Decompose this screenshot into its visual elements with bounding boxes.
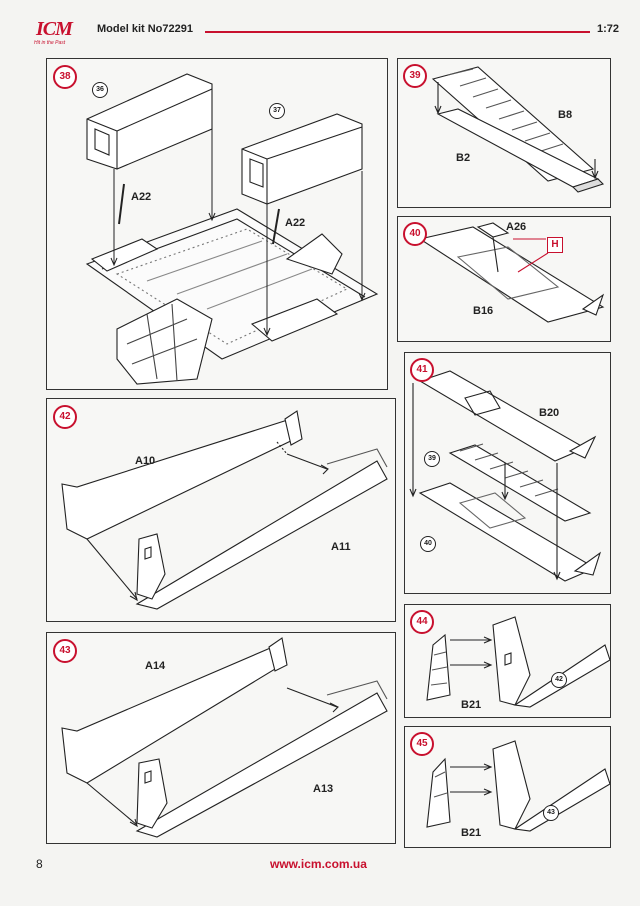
step-number: 42 [53, 405, 77, 429]
step-number: 43 [53, 639, 77, 663]
step-number: 40 [403, 222, 427, 246]
step-45-drawing [426, 740, 610, 832]
part-label: A22 [285, 217, 306, 229]
ref-circle: 39 [424, 451, 440, 467]
step-43-panel: 43 A14 A13 [46, 632, 396, 844]
page-number: 8 [36, 857, 43, 871]
ref-circle: 43 [543, 805, 559, 821]
part-label: B20 [539, 407, 560, 419]
step-42-panel: 42 A10 A11 [46, 398, 396, 622]
part-label: A11 [331, 541, 351, 553]
step-number: 45 [410, 732, 434, 756]
step-38-panel: 38 36 37 A22 A22 [46, 58, 388, 390]
ref-circle: 40 [420, 536, 436, 552]
header-rule [205, 31, 590, 33]
part-label: A26 [506, 221, 527, 233]
part-label: B16 [473, 305, 494, 317]
step-44-panel: 44 42 B21 [404, 604, 611, 718]
step-44-drawing [426, 616, 610, 708]
header: ICM Hit in the Past Model kit No72291 1:… [0, 0, 640, 52]
ref-circle: 36 [92, 82, 108, 98]
step-number: 44 [410, 610, 434, 634]
step-40-panel: 40 A26 H B16 [397, 216, 611, 342]
brand-name: ICM [36, 18, 73, 40]
part-label: B2 [456, 152, 471, 164]
step-41-panel: 41 B20 39 40 [404, 352, 611, 594]
step-40-drawing [418, 222, 605, 323]
step-45-panel: 45 43 B21 [404, 726, 611, 848]
step-39-panel: 39 B8 B2 [397, 58, 611, 208]
step-38-drawing [85, 73, 379, 385]
part-label: A10 [135, 455, 156, 467]
part-label: B8 [558, 109, 573, 121]
ref-circle: 42 [551, 672, 567, 688]
part-label: A14 [145, 660, 166, 672]
brand-slogan: Hit in the Past [34, 40, 66, 46]
part-label: A22 [131, 191, 152, 203]
step-number: 39 [403, 64, 427, 88]
step-41-drawing [409, 370, 602, 582]
step-number: 41 [410, 358, 434, 382]
ref-circle: 37 [269, 103, 285, 119]
kit-label: Model kit No72291 [97, 23, 193, 35]
part-label: A13 [313, 783, 334, 795]
scale-label: 1:72 [597, 23, 620, 35]
marker-h: H [547, 237, 563, 253]
icm-logo: ICM Hit in the Past [30, 18, 94, 52]
part-label: B21 [461, 699, 482, 711]
step-43-drawing [61, 637, 388, 838]
website-link[interactable]: www.icm.com.ua [270, 857, 367, 871]
step-42-drawing [61, 410, 388, 610]
part-label: B21 [461, 827, 482, 839]
step-number: 38 [53, 65, 77, 89]
step-39-drawing [431, 66, 605, 193]
